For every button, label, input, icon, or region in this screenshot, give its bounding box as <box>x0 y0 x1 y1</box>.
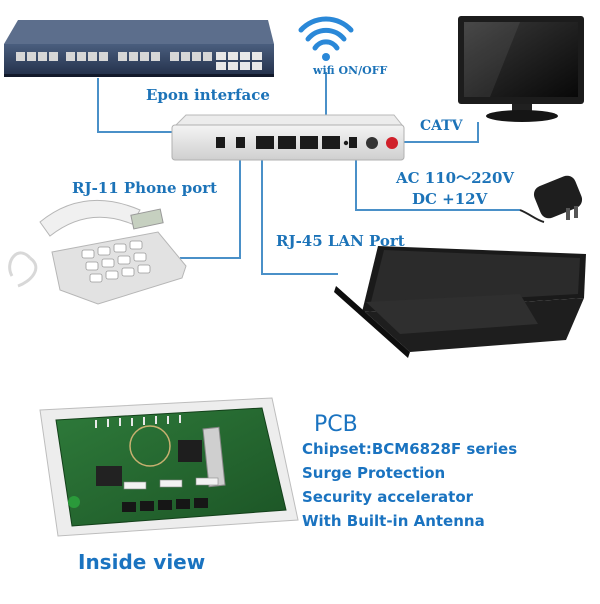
line-phone <box>180 158 241 259</box>
pcb-title: PCB <box>314 412 358 437</box>
line-catv <box>396 122 479 143</box>
power-adapter-image <box>519 175 583 223</box>
tv-image <box>458 16 584 122</box>
ac-voltage-label: AC 110～220V <box>396 169 515 187</box>
inside-view-label: Inside view <box>78 550 206 574</box>
line-lan <box>261 152 338 275</box>
dc-voltage-label: DC +12V <box>412 190 488 208</box>
phone-port-label: RJ-11 Phone port <box>72 179 218 197</box>
pcb-feature-2: Surge Protection <box>302 464 446 482</box>
pcb-feature-3: Security accelerator <box>302 488 474 506</box>
connector-lines <box>97 72 520 275</box>
network-switch-image <box>4 20 274 77</box>
wifi-icon <box>298 16 354 61</box>
telephone-image <box>8 199 187 305</box>
lan-port-label: RJ-45 LAN Port <box>276 232 405 250</box>
line-epon <box>97 78 172 133</box>
onu-device-image <box>171 114 405 161</box>
line-power <box>355 158 520 211</box>
wifi-label: wifi ON/OFF <box>313 64 388 77</box>
epon-label: Epon interface <box>146 86 270 104</box>
pcb-feature-1: Chipset:BCM6828F series <box>302 440 518 458</box>
laptop-image <box>334 246 586 358</box>
pcb-feature-4: With Built-in Antenna <box>302 512 485 530</box>
pcb-board-image <box>39 397 299 537</box>
catv-label: CATV <box>420 118 463 134</box>
